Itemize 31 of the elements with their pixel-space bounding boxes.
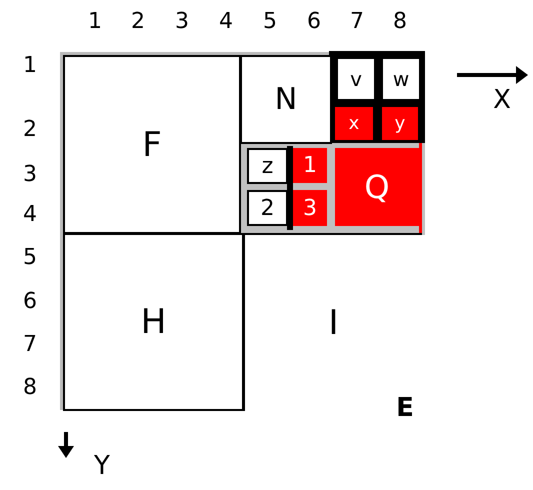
row-number: 4 <box>23 203 37 227</box>
column-number: 7 <box>350 10 364 34</box>
row-number: 2 <box>23 118 37 142</box>
column-number: 2 <box>131 10 145 34</box>
region-box: x <box>335 107 373 140</box>
corner-label: E <box>396 396 414 420</box>
region-box: w <box>381 57 421 101</box>
column-number: 6 <box>307 10 321 34</box>
column-number: 3 <box>175 10 189 34</box>
region-box: y <box>382 107 418 140</box>
column-number: 8 <box>393 10 407 34</box>
row-number: 1 <box>23 54 37 78</box>
axis-label: X <box>493 88 511 112</box>
region-box: Q <box>335 148 419 226</box>
region-box: 3 <box>293 190 327 226</box>
region-box: H <box>63 233 244 411</box>
row-number: 5 <box>23 246 37 270</box>
region-box: 1 <box>293 148 327 183</box>
column-number: 5 <box>263 10 277 34</box>
region-box: F <box>63 55 241 234</box>
row-number: 3 <box>23 163 37 187</box>
region-box: z <box>247 148 288 184</box>
row-number: 6 <box>23 290 37 314</box>
column-number: 1 <box>88 10 102 34</box>
region-box: 2 <box>247 190 288 226</box>
region-box: v <box>336 57 376 101</box>
axis-label: Y <box>94 454 110 478</box>
column-number: 4 <box>219 10 233 34</box>
row-number: 8 <box>23 376 37 400</box>
row-number: 7 <box>23 333 37 357</box>
region-box: N <box>240 55 332 144</box>
